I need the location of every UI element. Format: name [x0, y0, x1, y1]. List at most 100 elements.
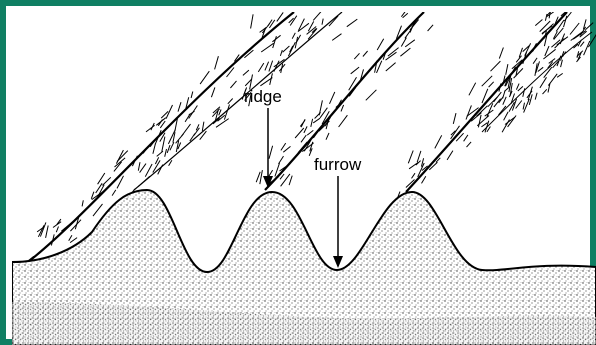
hatch-stroke: [538, 67, 543, 71]
hatch-stroke: [466, 105, 471, 119]
furrow-label: furrow: [314, 155, 362, 174]
hatch-stroke: [176, 134, 184, 144]
hatch-stroke: [178, 102, 181, 111]
hatch-stroke: [251, 14, 254, 28]
hatch-stroke: [447, 151, 453, 160]
ridge-label: ridge: [244, 87, 282, 106]
hatch-stroke: [46, 226, 49, 238]
hatch-stroke: [258, 63, 264, 72]
hatch-stroke: [540, 77, 547, 88]
hatch-stroke: [256, 172, 260, 182]
hatch-stroke: [499, 48, 503, 59]
hatch-stroke: [167, 145, 170, 153]
hatch-stroke: [428, 25, 434, 31]
hatch-stroke: [157, 151, 163, 156]
hatch-stroke: [311, 119, 313, 127]
hatch-stroke: [518, 86, 523, 91]
hatch-stroke: [469, 83, 476, 96]
hatch-stroke: [215, 56, 219, 69]
hatch-stroke: [506, 64, 508, 75]
hatch-stroke: [98, 173, 105, 184]
hatch-stroke: [200, 131, 207, 140]
hatch-stroke: [82, 200, 83, 206]
hatch-stroke: [307, 130, 313, 135]
hatch-stroke: [140, 164, 146, 173]
hatch-stroke: [191, 92, 193, 99]
hatch-stroke: [292, 33, 295, 39]
hatch-stroke: [280, 50, 282, 56]
hatch-stroke: [453, 113, 456, 124]
hatch-stroke: [189, 106, 198, 119]
hatch-stroke: [585, 23, 593, 30]
hatch-stroke: [366, 90, 377, 101]
hatch-stroke: [153, 144, 156, 154]
hatch-stroke: [315, 112, 321, 118]
hatch-stroke: [102, 177, 110, 185]
hatch-stroke: [499, 106, 506, 115]
hatch-stroke: [301, 135, 306, 142]
hatch-stroke: [138, 162, 140, 171]
hatch-stroke: [301, 119, 305, 127]
hatch-stroke: [409, 162, 418, 168]
hatch-stroke: [146, 125, 155, 132]
hatch-stroke: [261, 43, 273, 52]
hatch-stroke: [170, 142, 174, 150]
hatch-stroke: [570, 23, 579, 35]
hatch-stroke: [400, 48, 410, 56]
hatch-stroke: [524, 99, 530, 113]
hatch-stroke: [322, 19, 323, 25]
hatch-stroke: [543, 89, 547, 94]
hatch-stroke: [281, 64, 283, 73]
hatch-stroke: [56, 227, 58, 233]
hatch-stroke: [489, 82, 494, 87]
hatch-stroke: [112, 190, 116, 196]
hatch-stroke: [377, 39, 384, 50]
hatch-stroke: [330, 92, 335, 104]
hatch-stroke: [228, 99, 233, 104]
hatch-stroke: [564, 16, 567, 27]
hatch-stroke: [69, 235, 72, 240]
hatch-stroke: [339, 115, 348, 127]
hatch-stroke: [289, 176, 292, 186]
hatch-stroke: [422, 176, 426, 183]
hatch-stroke: [281, 174, 290, 186]
hatch-stroke: [533, 58, 537, 64]
hatch-stroke: [200, 71, 209, 84]
hatch-stroke: [145, 164, 152, 177]
hatch-stroke: [516, 101, 522, 109]
hatch-stroke: [347, 19, 358, 27]
hatch-stroke: [435, 135, 442, 148]
hatch-stroke: [277, 12, 283, 21]
hatch-stroke: [283, 46, 290, 52]
furrow-arrowhead: [333, 256, 343, 268]
hatch-stroke: [295, 128, 304, 138]
hatch-stroke: [70, 238, 77, 243]
hatch-stroke: [281, 143, 286, 150]
hatch-stroke: [478, 115, 481, 128]
hatch-stroke: [503, 91, 505, 99]
hatch-stroke: [540, 21, 551, 32]
hatch-stroke: [93, 204, 103, 216]
hatch-stroke: [202, 122, 204, 131]
hatch-stroke: [416, 161, 421, 166]
hatch-stroke: [313, 118, 320, 123]
hatch-stroke: [269, 146, 273, 159]
hatch-stroke: [279, 156, 284, 164]
hatch-stroke: [464, 135, 468, 141]
hatch-stroke: [363, 51, 368, 57]
hatch-stroke: [487, 127, 491, 132]
hatch-stroke: [504, 112, 509, 120]
hatch-stroke: [523, 103, 524, 110]
hatch-stroke: [265, 62, 269, 71]
hatch-stroke: [523, 88, 525, 97]
hatch-stroke: [557, 73, 563, 77]
hatch-stroke: [351, 67, 359, 74]
hatch-stroke: [554, 28, 564, 40]
hatch-stroke: [503, 97, 506, 105]
hatch-stroke: [467, 142, 472, 147]
hatch-stroke: [412, 173, 416, 178]
hatch-stroke: [545, 14, 547, 21]
hatch-stroke: [162, 137, 165, 152]
hatch-stroke: [535, 93, 537, 100]
